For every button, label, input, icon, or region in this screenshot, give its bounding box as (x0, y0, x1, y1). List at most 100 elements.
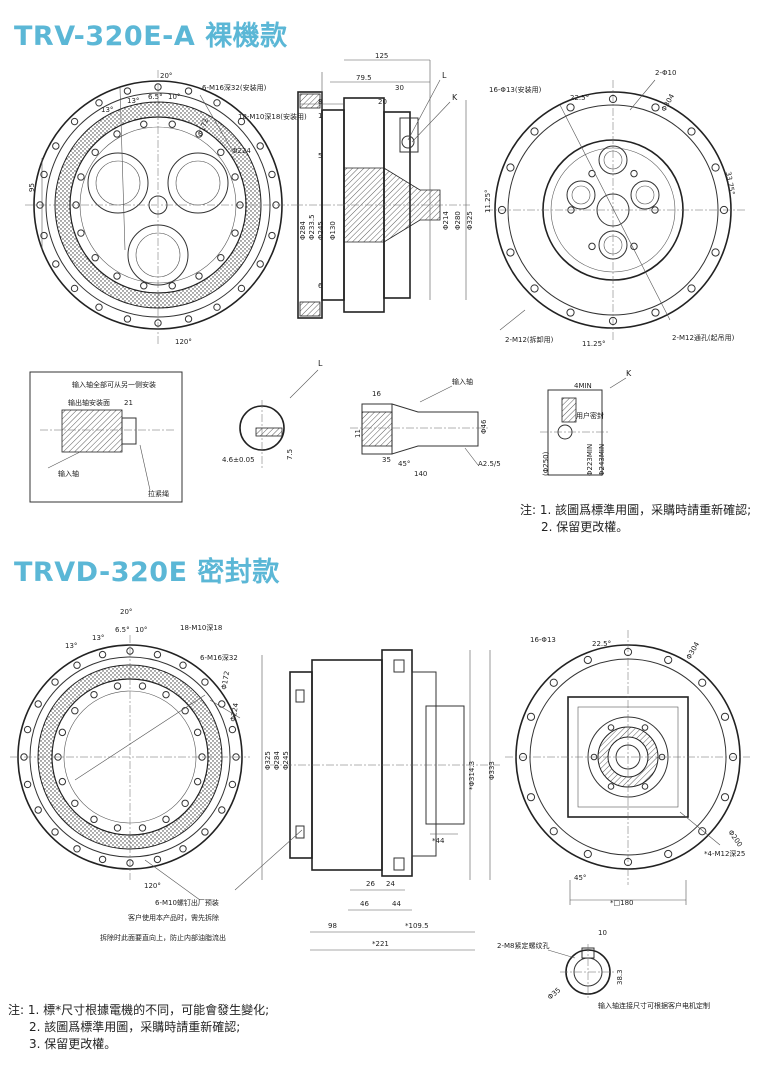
s2-d26: 26 (366, 880, 375, 888)
section-title-bare: TRV-320E-A 裸機款 (14, 21, 288, 52)
bolt-hole (90, 815, 98, 824)
bolt-hole (71, 707, 79, 715)
bolt-hole (218, 806, 226, 814)
s1-box-in3: 输入轴 (58, 469, 79, 478)
bolt-hole (154, 83, 162, 91)
bolt-hole (232, 753, 240, 761)
bolt-hole (52, 142, 60, 150)
s2-phi172: Φ172 (220, 670, 231, 690)
bolt-hole (228, 780, 237, 789)
bolt-hole (52, 260, 60, 268)
bolt-hole (138, 682, 147, 690)
s1-d1: 1 (318, 112, 322, 120)
s1-d30: 30 (395, 84, 404, 92)
s1-ang45: 45° (398, 460, 410, 468)
s1-detail-K (540, 377, 627, 476)
bolt-hole (181, 707, 189, 715)
bolt-hole (506, 248, 515, 257)
bolt-hole (213, 99, 221, 107)
s1-d140: 140 (414, 470, 427, 478)
bolt-hole (113, 824, 122, 832)
bolt-hole (608, 316, 618, 326)
bolt-hole (497, 205, 507, 215)
bolt-hole (40, 170, 48, 179)
s1-box-d21: 21 (124, 399, 133, 407)
s1-phi130: Φ130 (329, 221, 337, 240)
bolt-hole (237, 284, 246, 293)
bolt-hole (113, 130, 121, 138)
bolt-hole (231, 173, 239, 181)
bolt-hole (218, 700, 226, 708)
notes-section2: 注: 1. 標*尺寸根據電機的不同，可能會發生變化; 2. 該圖爲標準用圖，采購… (8, 1002, 269, 1053)
bolt-hole (728, 752, 738, 762)
notes1-item-2: 2. 保留更改權。 (541, 520, 629, 534)
bolt-hole (711, 248, 720, 257)
s2-phi245: Φ245 (282, 751, 290, 770)
s2-ang13a: 13° (65, 642, 77, 650)
s2-d3146: *Φ314.3 (468, 761, 476, 790)
s1-a25: A2.5/5 (478, 460, 501, 468)
s1-ang20: 20° (160, 72, 172, 80)
bolt-hole (58, 728, 67, 737)
s2r-m12: *4-M12深25 (704, 849, 745, 858)
bolt-hole (153, 855, 162, 864)
s1-d16: 16 (372, 390, 381, 398)
bolt-hole (641, 724, 649, 731)
bolt-hole (54, 753, 62, 761)
bolt-hole (193, 728, 202, 737)
s2-phi284: Φ284 (273, 751, 281, 770)
bolt-hole (195, 272, 203, 280)
bolt-hole (168, 120, 176, 128)
bolt-hole (113, 682, 122, 690)
bolt-hole (698, 678, 707, 687)
notes2-item-3: 3. 保留更改權。 (29, 1037, 117, 1051)
s2-d1095: *109.5 (405, 922, 429, 930)
bolt-hole (153, 650, 162, 659)
s2-phi35: Φ35 (546, 986, 562, 1001)
bolt-hole (70, 284, 79, 293)
bolt-hole (623, 647, 633, 657)
s2-front-view (10, 635, 250, 901)
s2r-ang225: 22.5° (592, 640, 611, 648)
bolt-hole (70, 117, 79, 126)
bolt-hole (217, 254, 225, 262)
s1-K: K (452, 93, 458, 102)
s1-d20: 20 (378, 98, 387, 106)
bolt-hole (651, 103, 660, 112)
s2r-holes16: 16-Φ13 (530, 636, 556, 644)
bolt-hole (590, 753, 598, 761)
bolt-hole (630, 169, 638, 178)
bolt-hole (179, 661, 187, 669)
s2-m10: 18-M10深18 (180, 623, 222, 632)
s1-detail-box (29, 371, 183, 503)
s1r-ang3375: 33.75° (724, 171, 736, 196)
bolt-hole (641, 783, 649, 790)
bolt-hole (40, 231, 48, 240)
bolt-hole (184, 315, 193, 323)
bolt-hole (237, 117, 246, 126)
bolt-hole (664, 655, 673, 665)
bolt-hole (73, 661, 81, 669)
bolt-hole (566, 103, 575, 112)
s2-ang65: 6.5° (115, 626, 130, 634)
s1-phi245: Φ245 (317, 221, 325, 240)
bolt-hole (71, 799, 79, 807)
bolt-hole (162, 690, 170, 699)
s1-m16: 6-M16深32(安装用) (202, 83, 267, 92)
bolt-hole (518, 752, 528, 762)
notes1-prefix: 注: (520, 503, 537, 517)
bolt-hole (664, 849, 673, 859)
s2-d383: 38.3 (616, 969, 624, 985)
s1-d95: 95 (28, 183, 36, 192)
bolt-hole (567, 206, 575, 214)
s2-rear-view (505, 630, 750, 905)
s1-phi46: Φ46 (480, 419, 488, 434)
bolt-hole (687, 127, 696, 136)
bolt-hole (607, 724, 615, 731)
s1r-holes16: 16-Φ13(安装用) (489, 85, 542, 94)
s1r-pin2: 2-Φ10 (655, 69, 676, 77)
s1-L2: L (318, 359, 323, 368)
bolt-hole (126, 647, 134, 655)
bolt-hole (20, 753, 28, 761)
s1-d11: 11 (354, 429, 362, 438)
